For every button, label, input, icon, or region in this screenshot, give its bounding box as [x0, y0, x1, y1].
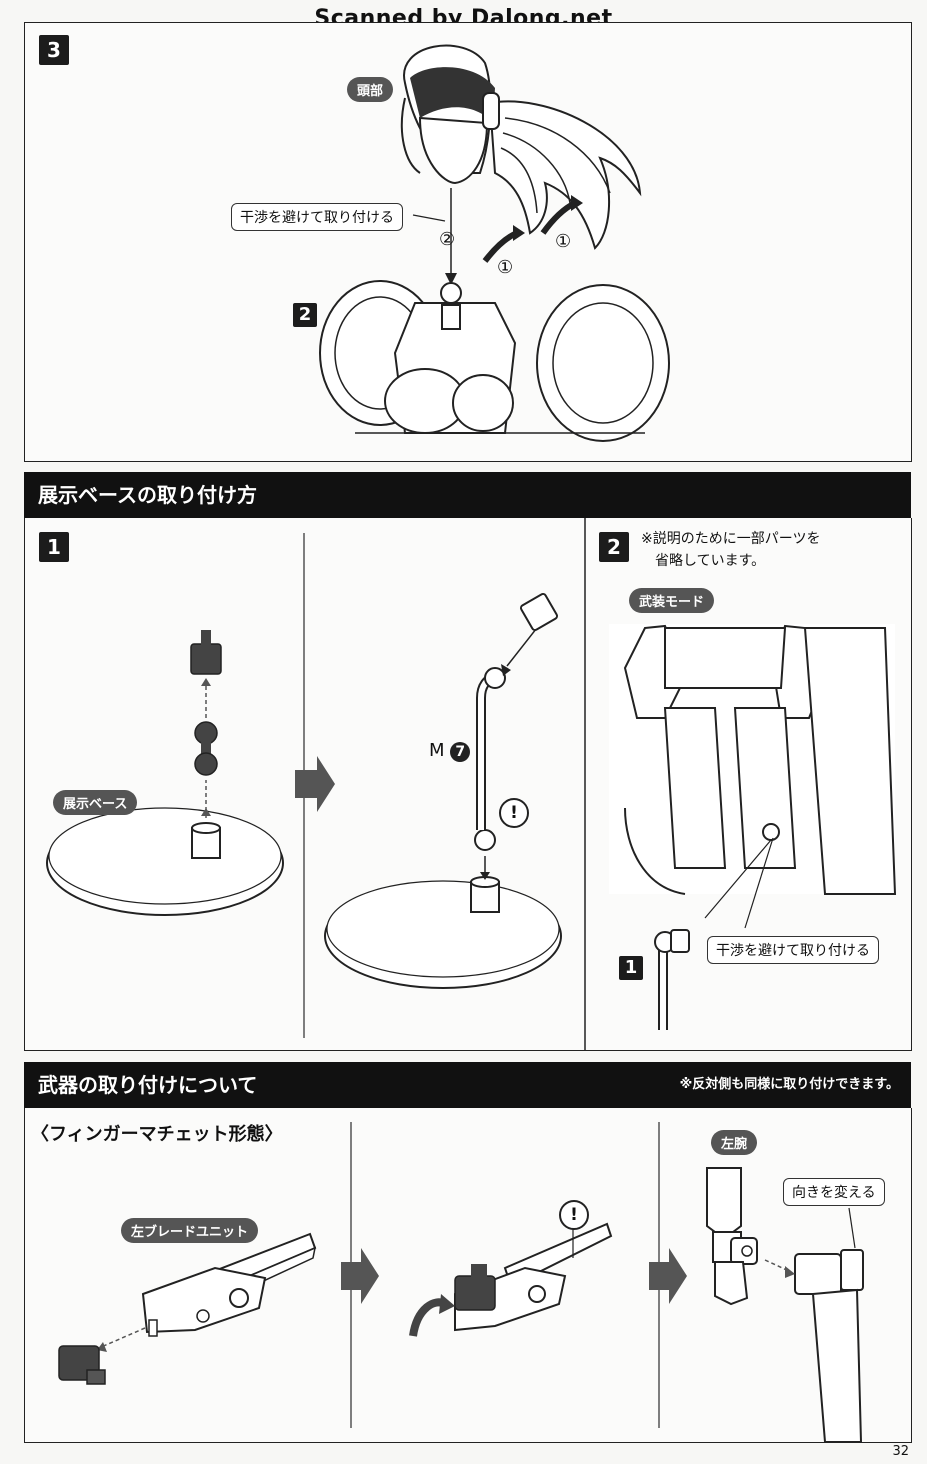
step3-panel: 3 頭部 干渉を避けて取り付け — [24, 22, 912, 462]
part-code-number: 7 — [450, 742, 471, 762]
head-illustration — [319, 44, 670, 442]
base-step1-illustration — [46, 518, 897, 1050]
step-number: 3 — [39, 35, 69, 65]
step-number-2: 2 — [599, 532, 629, 562]
form-subtitle: 〈フィンガーマチェット形態〉 — [31, 1124, 283, 1145]
weapon-panel: 〈フィンガーマチェット形態〉 — [24, 1108, 912, 1443]
section-header-display-base: 展示ベースの取り付け方 — [24, 472, 911, 518]
section-header-weapon: 武器の取り付けについて ※反対側も同様に取り付けできます。 — [24, 1062, 911, 1108]
step-number: 1 — [39, 532, 69, 562]
step2-note-line2: 省略しています。 — [655, 553, 766, 569]
part-code: M 7 — [429, 740, 471, 762]
warning-icon-2: ! — [559, 1200, 589, 1230]
display-base-label: 展示ベース — [53, 790, 138, 815]
section-title: 武器の取り付けについて — [38, 1073, 258, 1097]
armed-mode-label: 武装モード — [629, 588, 715, 613]
order-2-marker: ② — [439, 229, 456, 250]
left-arm-label: 左腕 — [711, 1130, 758, 1155]
order-1-marker-b: ① — [555, 231, 572, 252]
warning-icon: ! — [499, 798, 529, 828]
order-1-marker-a: ① — [497, 257, 514, 278]
display-base-panel: 1 — [24, 518, 912, 1051]
interference-callout-2: 干渉を避けて取り付ける — [707, 936, 879, 964]
left-blade-unit-label: 左ブレードユニット — [121, 1218, 259, 1243]
change-direction-callout: 向きを変える — [783, 1178, 885, 1206]
interference-callout: 干渉を避けて取り付ける — [231, 203, 403, 231]
sub-step-number: 2 — [293, 303, 317, 327]
step2-note-line1: ※説明のために一部パーツを — [641, 531, 821, 547]
part-code-prefix: M — [429, 740, 445, 761]
page-number: 32 — [892, 1444, 909, 1459]
sub-step-number-1: 1 — [619, 956, 643, 980]
head-part-label: 頭部 — [347, 77, 394, 102]
weapon-illustration — [58, 1122, 864, 1443]
section-title: 展示ベースの取り付け方 — [38, 483, 257, 507]
section-note: ※反対側も同様に取り付けできます。 — [679, 1077, 899, 1092]
